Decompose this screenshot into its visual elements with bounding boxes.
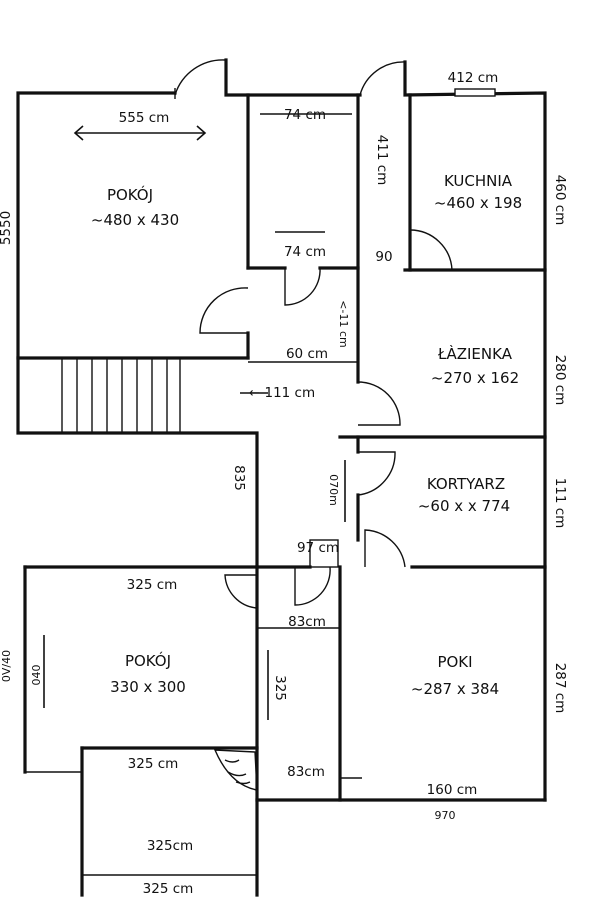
dim-hall-11: <-11 cm [337,300,350,347]
dim-kitchen-height: 460 cm [552,175,568,226]
dim-lower-left-a: 0V/40 [0,650,13,682]
room-pokoj-top-size: ~480 x 430 [91,211,179,229]
dim-corr-97: 97 cm [297,540,339,556]
walls [16,58,547,897]
dim-hall-top: 74 cm [284,107,326,123]
dim-bath-height: 280 cm [552,355,568,406]
room-pokoj-bottom-name: POKÓJ [125,651,171,670]
dim-passage-90: 90 [375,249,392,265]
dim-lower-325v: 325 [272,675,288,701]
room-pokoj-bottom-size: 330 x 300 [110,678,186,696]
dim-hall-60: 60 cm [286,346,328,362]
room-poki-size: ~287 x 384 [411,680,499,698]
dim-total-970: 970 [435,809,456,822]
dim-top-room-width: 555 cm [119,110,170,126]
dimension-arrows [25,113,362,876]
dim-corridor-835: 835 [231,465,247,491]
room-lazienka-size: ~270 x 162 [431,369,519,387]
room-lazienka-name: ŁÀZIENKA [437,344,513,363]
dim-lower-bottom: 325 cm [143,881,194,897]
dim-corr-070: 070m [327,474,340,506]
stairs [61,358,181,433]
dim-lower-83a: 83cm [288,614,326,630]
dim-hall-mid: 74 cm [284,244,326,260]
dim-hall-111: ← 111 cm [249,385,315,401]
doors [174,59,453,791]
dim-corr-height: 111 cm [552,478,568,529]
room-pokoj-top-name: POKÓJ [107,185,153,204]
dim-lower-left-b: 040 [30,665,43,686]
dim-left-height: 5550 [0,211,14,245]
room-kuchnia-size: ~460 x 198 [434,194,522,212]
dim-lower-83b: 83cm [287,764,325,780]
dim-lower-inner-mid: 325cm [147,838,193,854]
dim-poki-height: 287 cm [552,663,568,714]
room-kortyarz-name: KORTYARZ [427,475,505,493]
dim-passage-411: 411 cm [374,135,390,186]
room-poki-name: POKI [437,653,472,671]
room-kuchnia-name: KUCHNIA [444,172,513,190]
dim-kitchen-width: 412 cm [448,70,499,86]
room-kortyarz-size: ~60 x x 774 [418,497,510,515]
dim-lower-top: 325 cm [127,577,178,593]
dim-poki-bottom: 160 cm [427,782,478,798]
dim-lower-inner-top: 325 cm [128,756,179,772]
